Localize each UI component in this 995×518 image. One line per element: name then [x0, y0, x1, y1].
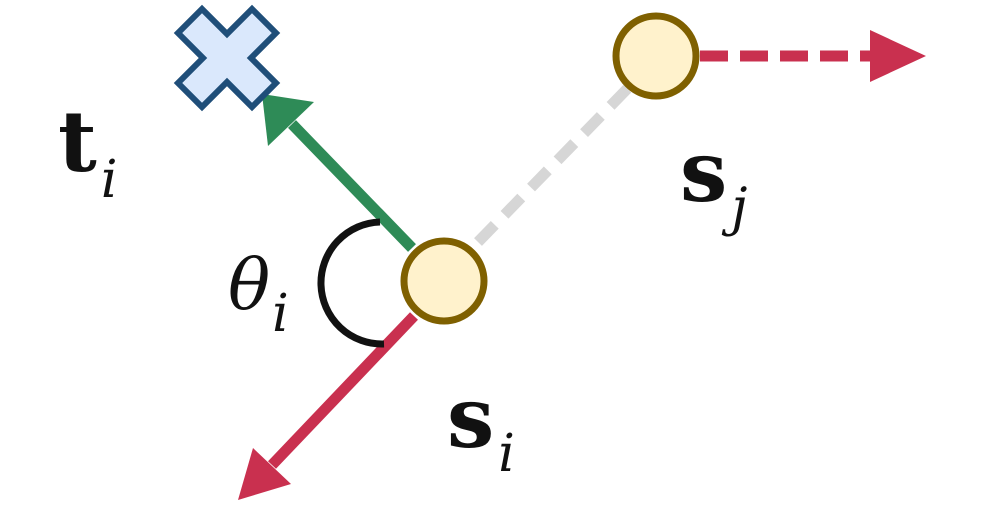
label-self-sub: i [498, 424, 515, 484]
label-angle-sub: i [272, 284, 289, 344]
agent-circle-j [612, 12, 700, 100]
heading-arrow-shaft [288, 120, 416, 252]
label-self-main: s [447, 368, 495, 467]
label-target: ti [58, 100, 117, 207]
heading-arrowhead [262, 94, 314, 146]
link-dashed-line [474, 84, 632, 246]
velocity-arrow-i-head [238, 448, 291, 500]
label-target-main: t [58, 92, 97, 191]
label-self-agent: si [447, 376, 515, 481]
agent-circle-i [400, 237, 488, 325]
label-other-agent: sj [680, 130, 747, 235]
cross-icon [173, 4, 281, 112]
label-angle: θi [228, 250, 289, 340]
label-other-main: s [680, 122, 728, 221]
label-angle-main: θ [228, 244, 271, 326]
velocity-arrow-j-head [870, 30, 926, 82]
angle-arc [317, 218, 385, 348]
label-target-sub: i [100, 150, 118, 210]
label-other-sub: j [731, 178, 748, 238]
velocity-arrow-i-shaft [268, 312, 418, 469]
